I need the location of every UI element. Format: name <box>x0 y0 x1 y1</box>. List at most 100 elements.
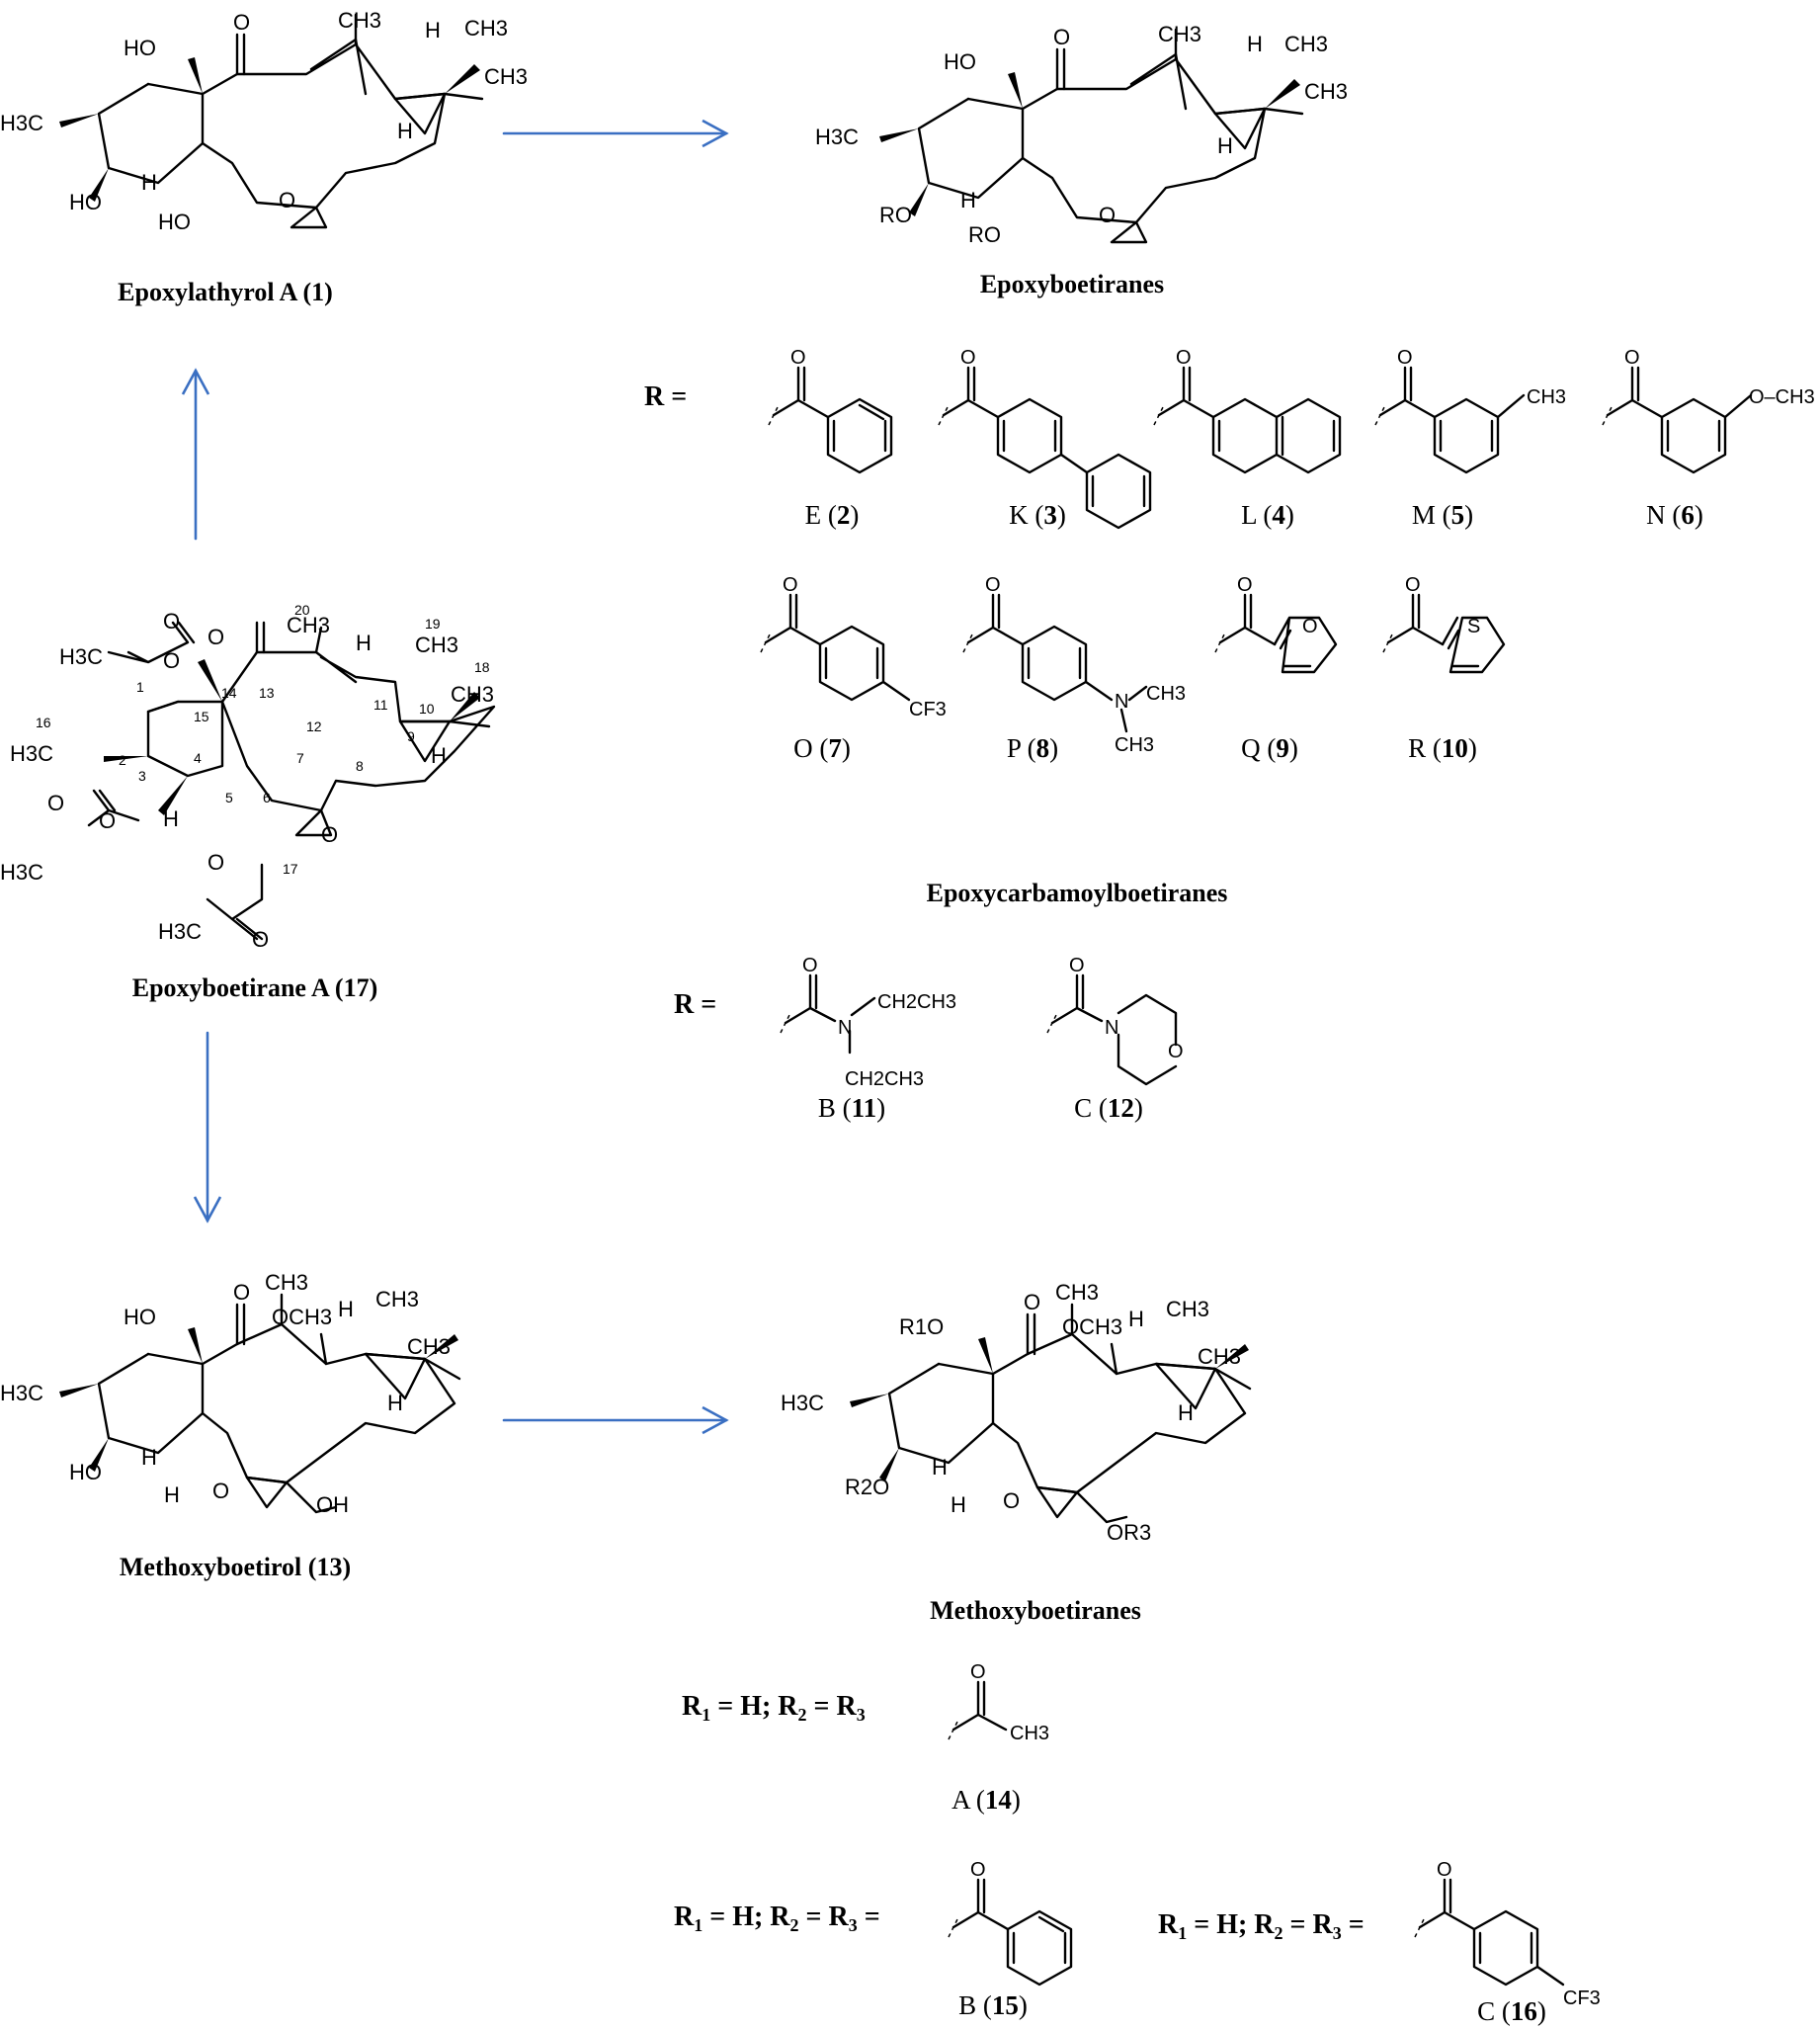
atom-label: O <box>207 850 224 875</box>
atom-label: CH3 <box>1284 32 1328 56</box>
methoxyboetiranes-structure <box>850 1303 1252 1524</box>
atom-label: O <box>163 609 180 634</box>
r-condition: R1 = H; R2 = R3 = <box>1158 1909 1365 1943</box>
atom-label: H <box>1178 1400 1194 1425</box>
atom-label: OH <box>316 1492 349 1517</box>
atom-label: HO <box>158 210 191 234</box>
atom-label: H3C <box>0 111 43 135</box>
atom-label: H3C <box>158 919 202 944</box>
atom-label: O <box>1397 347 1413 369</box>
series-caption: Epoxycarbamoylboetiranes <box>927 879 1228 907</box>
atom-label: H <box>397 119 413 143</box>
atom-label: CH3 <box>484 64 528 89</box>
substituent-acetyl <box>948 1680 1008 1740</box>
atom-label: O <box>1024 1290 1040 1314</box>
atom-label: H3C <box>0 860 43 885</box>
atom-label: H <box>960 188 976 212</box>
atom-number: 11 <box>373 697 388 713</box>
atom-label: CH3 <box>415 633 458 657</box>
atom-number: 18 <box>474 659 490 675</box>
substituent-benzoyl <box>768 366 893 474</box>
atom-label: CH3 <box>265 1270 308 1295</box>
derivative-label: C (12) <box>1074 1093 1143 1123</box>
atom-number: 19 <box>425 616 441 632</box>
atom-label: O <box>802 955 818 976</box>
atom-label: O <box>212 1479 229 1503</box>
atom-label: H <box>356 631 372 655</box>
atom-number: 16 <box>36 715 51 730</box>
atom-label: HO <box>69 1460 102 1484</box>
atom-label: R2O <box>845 1475 889 1499</box>
atom-label: CH2CH3 <box>877 991 956 1013</box>
epoxylathyrol-structure <box>59 13 484 229</box>
derivative-label: A (14) <box>951 1785 1021 1815</box>
derivative-label: R (10) <box>1408 733 1477 763</box>
atom-label: H <box>951 1492 966 1517</box>
atom-label: H3C <box>815 125 859 149</box>
atom-number: 8 <box>356 758 364 774</box>
atom-number: 10 <box>419 701 435 717</box>
atom-label: CH3 <box>1304 79 1348 104</box>
compound-caption: Methoxyboetirol (13) <box>120 1553 351 1581</box>
atom-label: H <box>1217 133 1233 158</box>
atom-label: CH3 <box>1146 683 1186 705</box>
atom-label: O <box>1405 574 1421 596</box>
atom-label: RO <box>968 222 1001 247</box>
atom-label: OCH3 <box>272 1305 332 1329</box>
substituent-biphenylcarbonyl <box>938 366 1152 530</box>
derivative-label: K (3) <box>1009 500 1066 530</box>
atom-label: N <box>1105 1017 1118 1039</box>
atom-label: H3C <box>0 1381 43 1405</box>
atom-label: O <box>207 625 224 649</box>
atom-label: H <box>425 18 441 42</box>
atom-label: OR3 <box>1107 1520 1151 1545</box>
atom-label: O <box>1053 25 1070 49</box>
atom-number: 5 <box>225 790 233 805</box>
atom-number: 13 <box>259 685 275 701</box>
atom-number: 6 <box>263 790 271 805</box>
atom-label: H <box>163 806 179 831</box>
atom-label: O <box>1069 955 1085 976</box>
atom-label: O–CH3 <box>1749 386 1815 408</box>
atom-label: R1O <box>899 1314 944 1339</box>
atom-label: CH3 <box>1115 734 1154 756</box>
atom-label: OCH3 <box>1062 1314 1122 1339</box>
substituent-thenoyl <box>1382 593 1506 674</box>
derivative-label: Q (9) <box>1241 733 1298 763</box>
derivative-label: E (2) <box>805 500 860 530</box>
atom-label: CH3 <box>464 16 508 41</box>
atom-label: O <box>970 1661 986 1683</box>
atom-label: O <box>279 188 295 212</box>
substituent-trifluoromethylbenzoyl <box>1414 1878 1565 1987</box>
atom-number: 12 <box>306 719 322 734</box>
atom-label: O <box>1176 347 1192 369</box>
substituent-morpholinocarbonyl <box>1046 973 1178 1086</box>
atom-label: CH3 <box>1166 1297 1209 1321</box>
substituent-benzoyl <box>948 1878 1073 1987</box>
atom-label: O <box>233 1280 250 1305</box>
derivative-label: M (5) <box>1412 500 1473 530</box>
atom-label: HO <box>944 49 976 74</box>
atom-label: CH3 <box>451 682 494 707</box>
derivative-label: B (15) <box>958 1990 1028 2020</box>
atom-label: RO <box>879 203 912 227</box>
atom-label: O <box>252 927 269 952</box>
atom-label: O <box>960 347 976 369</box>
atom-label: O <box>790 347 806 369</box>
compound-caption: Epoxyboetirane A (17) <box>132 973 377 1002</box>
atom-label: H <box>164 1482 180 1507</box>
atom-label: O <box>163 648 180 673</box>
atom-label: O <box>321 822 338 847</box>
substituent-m-anisoyl <box>1602 366 1753 474</box>
atom-label: O <box>1099 203 1116 227</box>
atom-number: 3 <box>138 768 146 784</box>
atom-label: CH2CH3 <box>845 1068 924 1090</box>
atom-label: CH3 <box>1010 1723 1049 1744</box>
atom-label: CH3 <box>287 613 330 637</box>
atom-label: S <box>1467 616 1480 637</box>
atom-number: 7 <box>296 750 304 766</box>
compound-caption: Epoxylathyrol A (1) <box>118 278 333 306</box>
atom-label: H3C <box>10 741 53 766</box>
derivative-label: C (16) <box>1477 1996 1546 2026</box>
atom-number: 17 <box>283 861 298 877</box>
